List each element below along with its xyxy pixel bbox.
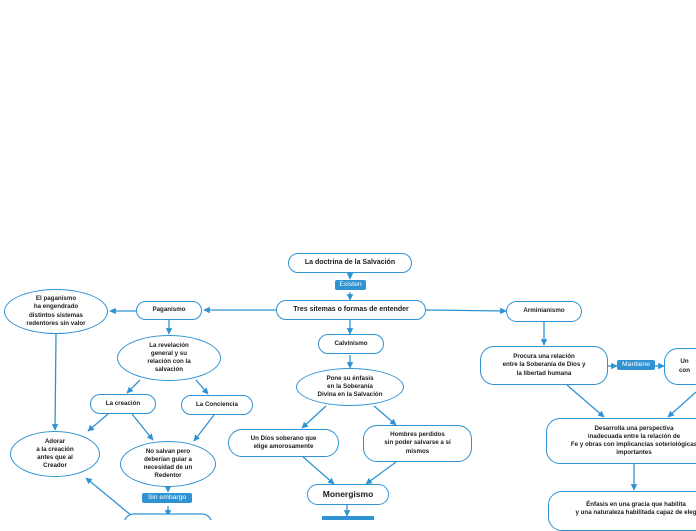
edge-hombres-monergismo [365,461,397,485]
edge-dios-monergismo [301,455,335,485]
label-sin-embargo: Sin embargo [142,493,192,503]
node-dios-soberano[interactable]: Un Dios soberano que elige amorosamente [228,429,339,457]
node-monergismo[interactable]: Monergismo [307,484,389,505]
node-desarrolla[interactable]: Desarrolla una perspectiva inadecuada en… [546,418,696,464]
edge-procura-desarrolla [566,384,605,418]
edge-soberania-hombres [373,405,397,426]
edge-bottom-adorar [85,477,133,517]
connector-layer [51,272,696,520]
node-paganismo-desc[interactable]: El paganismo ha engendrado distintos sis… [4,289,108,334]
edge-creacion-nosalvan [131,413,154,441]
edge-desc-adorar [51,333,59,431]
node-arminianismo[interactable]: Arminianismo [506,301,582,322]
node-tres-sistemas[interactable]: Tres sitemas o formas de entender [276,300,426,320]
edge-tres-arminianismo [425,307,507,315]
label-existen: Existen [335,280,366,290]
edge-uncon-desarrolla [667,391,696,418]
node-calvinismo[interactable]: Calvinismo [318,334,384,354]
edge-conciencia-nosalvan [193,414,215,442]
edge-revelacion-conciencia [195,379,209,395]
sinembargo-target-node [124,513,212,520]
node-adorar[interactable]: Adorar a la creación antes que al Creado… [10,431,100,477]
edge-soberania-dios [301,405,327,429]
node-creacion[interactable]: La creación [90,394,156,414]
node-revelacion[interactable]: La revelación general y su relación con … [117,335,221,381]
node-no-salvan[interactable]: No salvan pero deberían guiar a necesida… [120,441,216,487]
node-hombres-perdidos[interactable]: Hombres perdidos sin poder salvarse a sí… [363,425,472,462]
node-un-con[interactable]: Un con [664,348,696,385]
node-root[interactable]: La doctrina de la Salvación [288,253,412,273]
node-enfasis-gracia[interactable]: Énfasis en una gracia que habilita y una… [548,491,696,531]
node-paganismo[interactable]: Paganismo [136,301,202,320]
edge-creacion-adorar [87,413,109,432]
monergismo-target-bar [322,516,374,520]
label-mantiene: Mantiene [617,360,655,370]
edge-revelacion-creacion [126,379,141,394]
node-conciencia[interactable]: La Conciencia [181,395,253,415]
node-soberania[interactable]: Pone su énfasis en la Soberanía Divina e… [296,368,404,406]
node-procura[interactable]: Procura una relación entre la Soberanía … [480,346,608,385]
